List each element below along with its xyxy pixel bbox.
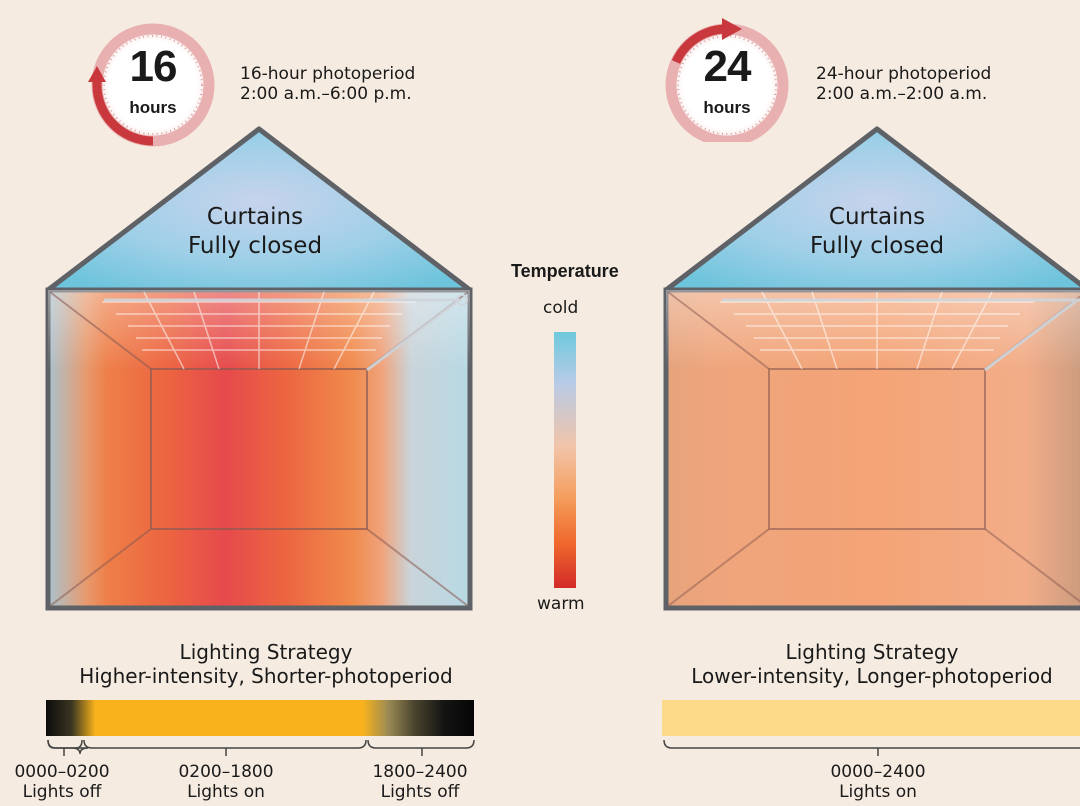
clock-icon [665,18,789,147]
left-clock: 16 hours [88,20,218,150]
segment-state: Lights on [839,782,917,802]
photoperiod-time: 2:00 a.m.–2:00 a.m. [816,84,988,104]
clock-icon [88,23,215,147]
segment-label: 1800–2400 Lights off [362,762,478,802]
greenhouse-left [45,126,473,611]
lighting-strategy-label: Lighting Strategy Higher-intensity, Shor… [56,640,476,688]
segment-time: 0000–2400 [830,762,926,782]
segment-time: 1800–2400 [372,762,468,782]
roof-line1: Curtains [206,204,304,230]
roof-curtain-label: Curtains Fully closed [155,203,355,261]
strategy-description: Lower-intensity, Longer-photoperiod [691,664,1053,688]
segment-label: 0000–0200 Lights off [6,762,118,802]
strategy-title: Lighting Strategy [785,640,959,664]
segment-label: 0000–2400 Lights on [818,762,938,802]
segment-time: 0200–1800 [178,762,274,782]
segment-label: 0200–1800 Lights on [166,762,286,802]
clock-hours-number: 24 [703,42,752,91]
greenhouse-right [663,126,1080,611]
roof-line2: Fully closed [809,233,945,259]
legend-title: Temperature [511,261,619,281]
lighting-bar-right [662,700,1080,756]
legend-cold-label: cold [543,298,579,318]
photoperiod-time: 2:00 a.m.–6:00 p.m. [240,84,412,104]
lighting-bar-left [46,700,475,756]
roof-line1: Curtains [828,204,926,230]
lighting-strategy-label: Lighting Strategy Lower-intensity, Longe… [664,640,1080,688]
roof-line2: Fully closed [187,233,323,259]
clock-hours-number: 16 [129,42,178,91]
photoperiod-label: 16-hour photoperiod 2:00 a.m.–6:00 p.m. [240,64,415,104]
right-clock: 24 hours [662,12,792,147]
strategy-description: Higher-intensity, Shorter-photoperiod [79,664,453,688]
segment-state: Lights on [187,782,265,802]
clock-hours-unit: hours [129,98,177,117]
segment-state: Lights off [22,782,102,802]
photoperiod-title: 24-hour photoperiod [816,64,992,84]
clock-hours-unit: hours [703,98,751,117]
photoperiod-label: 24-hour photoperiod 2:00 a.m.–2:00 a.m. [816,64,991,104]
photoperiod-title: 16-hour photoperiod [240,64,416,84]
legend-warm-label: warm [537,594,585,614]
roof-curtain-label: Curtains Fully closed [777,203,977,261]
segment-time: 0000–0200 [14,762,110,782]
segment-state: Lights off [380,782,460,802]
strategy-title: Lighting Strategy [179,640,353,664]
temperature-scale [554,332,576,588]
